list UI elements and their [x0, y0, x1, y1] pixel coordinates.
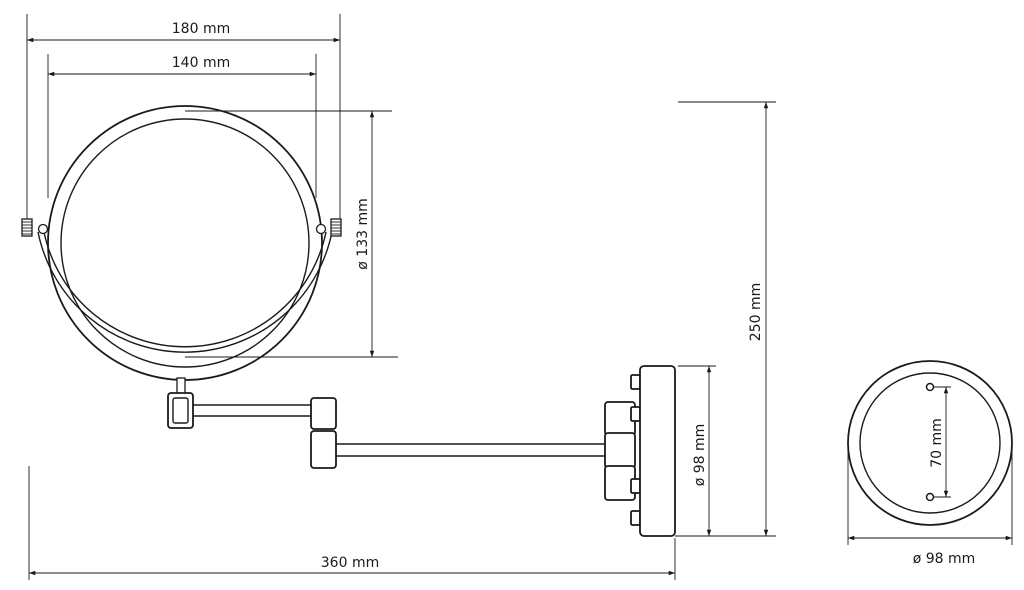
- label-360mm: 360 mm: [321, 555, 379, 571]
- label-140mm: 140 mm: [172, 55, 230, 71]
- dimension-250mm: 250 mm: [675, 101, 776, 537]
- dimension-133mm: ø 133 mm: [185, 110, 398, 358]
- dimension-140mm: 140 mm: [47, 54, 317, 198]
- label-180mm: 180 mm: [172, 21, 230, 37]
- right-pivot-knob: [315, 218, 342, 237]
- dimension-98mm-side: ø 98 mm: [678, 365, 716, 537]
- dimension-98mm-front: ø 98 mm: [847, 443, 1013, 567]
- dimension-180mm: 180 mm: [26, 14, 341, 222]
- arm-assembly: [167, 392, 608, 469]
- label-98mm-front: ø 98 mm: [913, 551, 976, 567]
- dimension-70mm: 70 mm: [929, 386, 951, 498]
- mounting-hole-top: [925, 382, 935, 392]
- left-pivot-knob: [21, 218, 49, 237]
- mirror-head: [21, 105, 342, 395]
- mounting-hole-bottom: [925, 492, 935, 502]
- wall-bracket-side: [604, 365, 676, 537]
- label-98mm-side: ø 98 mm: [692, 424, 708, 487]
- label-133mm: ø 133 mm: [355, 198, 371, 269]
- dimension-360mm: 360 mm: [28, 466, 676, 580]
- label-70mm: 70 mm: [929, 418, 945, 468]
- label-250mm: 250 mm: [748, 283, 764, 341]
